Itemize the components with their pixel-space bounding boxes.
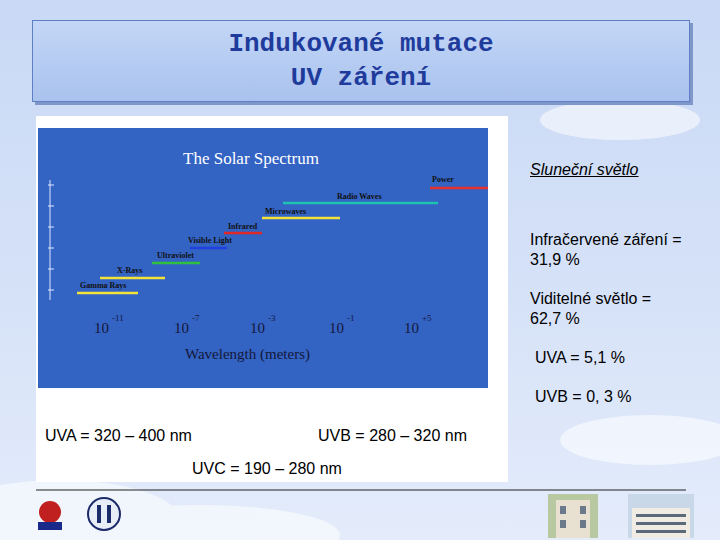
image-panel bbox=[36, 116, 508, 482]
band-label: Power bbox=[432, 175, 454, 185]
title-box: Indukované mutace UV záření bbox=[32, 20, 690, 102]
heading-label: Sluneční světlo bbox=[530, 160, 639, 180]
axis-tick: 10 bbox=[329, 319, 344, 338]
range-label: UVC = 190 – 280 nm bbox=[192, 459, 342, 479]
spectrum-bars bbox=[77, 188, 488, 293]
percent-label: UVB = 0, 3 % bbox=[535, 387, 632, 407]
axis-exponent: -3 bbox=[268, 313, 276, 324]
range-label: UVB = 280 – 320 nm bbox=[318, 426, 467, 446]
band-label: Radio Waves bbox=[337, 192, 382, 202]
axis-tick: 10 bbox=[174, 319, 189, 338]
logo-left bbox=[38, 501, 62, 530]
chart-area bbox=[38, 128, 488, 388]
percent-label: UVA = 5,1 % bbox=[535, 348, 625, 368]
cloud bbox=[0, 100, 720, 540]
slide-title: Indukované mutace UV záření bbox=[211, 27, 511, 95]
footer-rule bbox=[36, 489, 686, 490]
building-photo bbox=[628, 494, 694, 538]
axis-ticks bbox=[48, 180, 54, 300]
logo-university bbox=[88, 498, 120, 530]
band-label: Microwaves bbox=[265, 207, 306, 217]
range-label: UVA = 320 – 400 nm bbox=[45, 426, 192, 446]
axis-title: Wavelength (meters) bbox=[185, 345, 310, 364]
chart-title: The Solar Spectrum bbox=[183, 148, 319, 169]
percent-label: Viditelné světlo = 62,7 % bbox=[530, 289, 685, 329]
band-label: Gamma Rays bbox=[80, 281, 126, 291]
axis-exponent: -7 bbox=[192, 313, 200, 324]
axis-tick: 10 bbox=[250, 319, 265, 338]
building-photo bbox=[548, 494, 598, 538]
axis-exponent: +5 bbox=[422, 313, 432, 324]
band-label: Infrared bbox=[228, 222, 257, 232]
axis-exponent: -11 bbox=[112, 313, 124, 324]
axis-tick: 10 bbox=[94, 319, 109, 338]
band-label: X-Rays bbox=[117, 266, 142, 276]
band-label: Ultraviolet bbox=[157, 251, 194, 261]
band-label: Visible Light bbox=[188, 236, 232, 246]
axis-tick: 10 bbox=[404, 319, 419, 338]
percent-label: Infračervené záření = 31,9 % bbox=[530, 230, 685, 270]
axis-exponent: -1 bbox=[347, 313, 355, 324]
